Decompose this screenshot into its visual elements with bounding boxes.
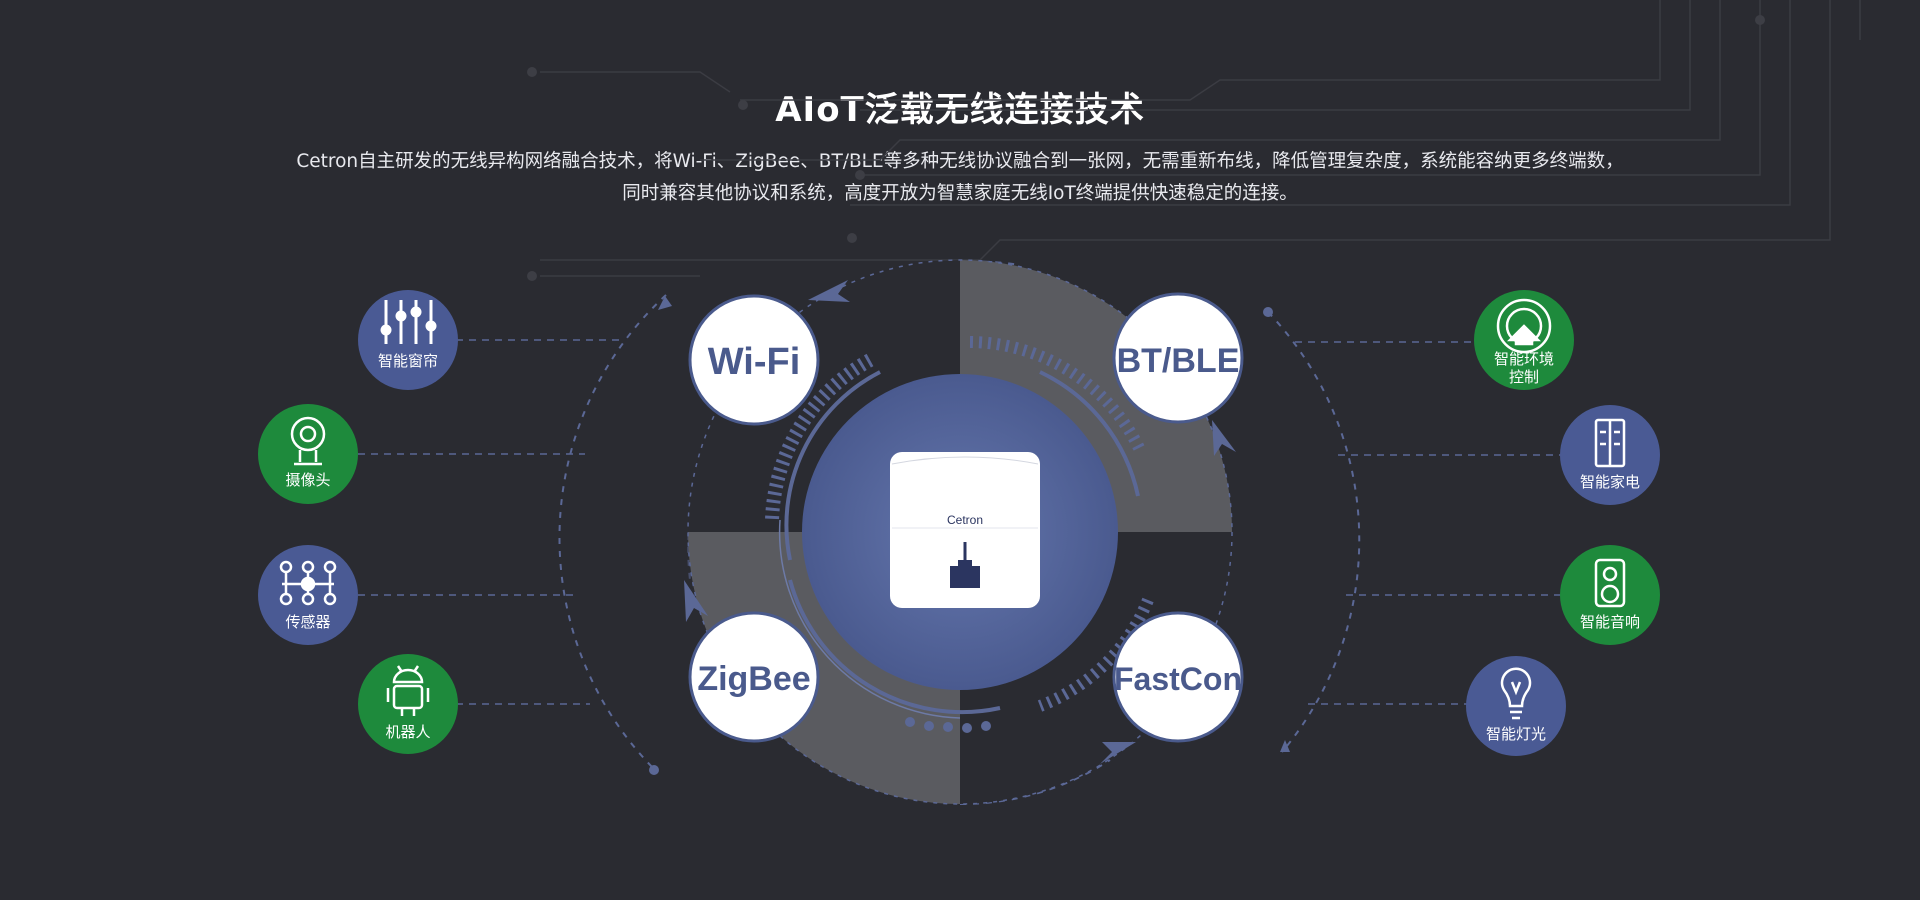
- circuit-lines: [540, 0, 1861, 277]
- fridge-icon: [1594, 418, 1626, 468]
- robot-icon: [386, 665, 430, 716]
- speaker-icon: [1594, 558, 1626, 608]
- device-curtain: 智能窗帘: [358, 290, 458, 390]
- device-appliance: 智能家电: [1560, 405, 1660, 505]
- page-description: Cetron自主研发的无线异构网络融合技术，将Wi-Fi、ZigBee、BT/B…: [230, 146, 1690, 210]
- device-environment: 智能环境 控制: [1474, 290, 1574, 390]
- description-line-2: 同时兼容其他协议和系统，高度开放为智慧家庭无线IoT终端提供快速稳定的连接。: [622, 183, 1298, 204]
- environment-home-icon: [1496, 298, 1552, 354]
- device-light-label: 智能灯光: [1486, 725, 1546, 743]
- circuit-dots: [527, 15, 1765, 281]
- device-light: 智能灯光: [1466, 656, 1566, 756]
- protocol-bt-ble: BT/BLE: [1112, 292, 1244, 424]
- device-sensor: 传感器: [258, 545, 358, 645]
- progress-dots: [905, 717, 991, 733]
- device-robot: 机器人: [358, 654, 458, 754]
- protocol-wifi-label: Wi-Fi: [708, 341, 801, 383]
- tick-arcs: [765, 336, 1154, 719]
- protocol-bt-label: BT/BLE: [1117, 342, 1240, 380]
- protocol-zigbee: ZigBee: [688, 611, 820, 743]
- connectors-right: [1295, 341, 1562, 705]
- hub-device: Cetron: [890, 452, 1040, 608]
- arc-dot: [1263, 307, 1273, 317]
- protocol-zigbee-label: ZigBee: [697, 660, 810, 698]
- arc-arrow: [658, 296, 672, 310]
- bulb-icon: [1500, 667, 1532, 720]
- description-line-1: Cetron自主研发的无线异构网络融合技术，将Wi-Fi、ZigBee、BT/B…: [296, 151, 1624, 172]
- device-camera: 摄像头: [258, 404, 358, 504]
- device-speaker-label: 智能音响: [1580, 613, 1640, 631]
- protocol-fastcon: FastCon: [1112, 611, 1244, 743]
- device-robot-label: 机器人: [385, 723, 430, 741]
- device-speaker: 智能音响: [1560, 545, 1660, 645]
- device-curtain-label: 智能窗帘: [378, 352, 438, 370]
- hub-brand-label: Cetron: [947, 513, 983, 527]
- camera-icon: [290, 416, 326, 466]
- arc-dot: [649, 765, 659, 775]
- flow-arrows: [684, 280, 1236, 764]
- connectors-left: [358, 339, 625, 705]
- protocol-wifi: Wi-Fi: [688, 294, 820, 426]
- curtain-sliders-icon: [380, 300, 437, 344]
- device-appliance-label: 智能家电: [1580, 473, 1640, 491]
- protocol-fastcon-label: FastCon: [1114, 661, 1242, 697]
- device-environment-label-1: 智能环境: [1494, 350, 1554, 368]
- device-camera-label: 摄像头: [285, 471, 330, 489]
- arc-arrow: [1280, 740, 1290, 752]
- sensor-network-icon: [279, 560, 337, 606]
- device-sensor-label: 传感器: [285, 613, 330, 631]
- core-ring-outline: [687, 259, 1233, 805]
- device-environment-label-2: 控制: [1509, 368, 1539, 386]
